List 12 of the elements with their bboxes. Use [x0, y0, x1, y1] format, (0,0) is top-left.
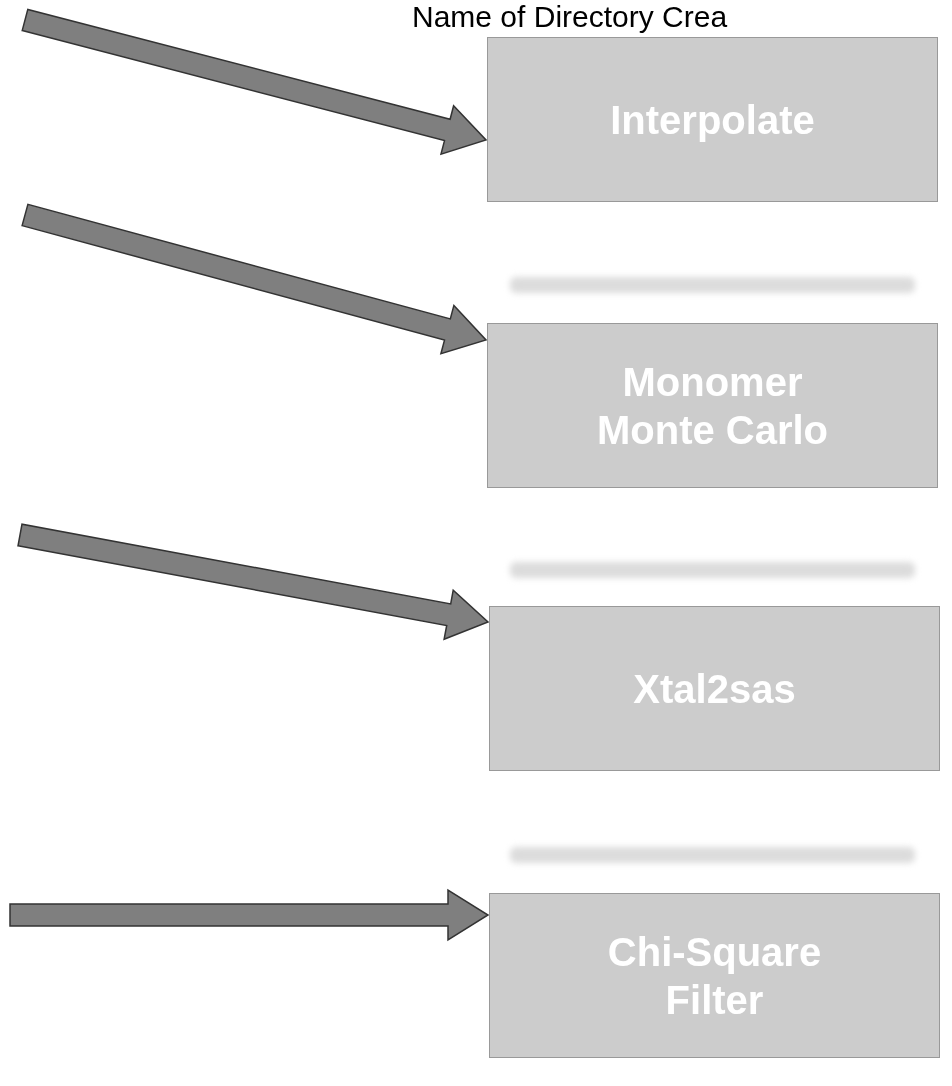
block-arrow	[17, 523, 490, 641]
block-arrow	[21, 8, 488, 156]
blurred-bar	[510, 562, 915, 578]
blurred-bar	[510, 277, 915, 293]
block-arrow	[9, 888, 490, 942]
process-box	[487, 37, 938, 202]
block-arrow	[21, 203, 488, 355]
process-box	[487, 323, 938, 488]
heading-text: Name of Directory Crea	[412, 0, 728, 34]
process-box	[489, 606, 940, 771]
process-box	[489, 893, 940, 1058]
blurred-bar	[510, 847, 915, 863]
